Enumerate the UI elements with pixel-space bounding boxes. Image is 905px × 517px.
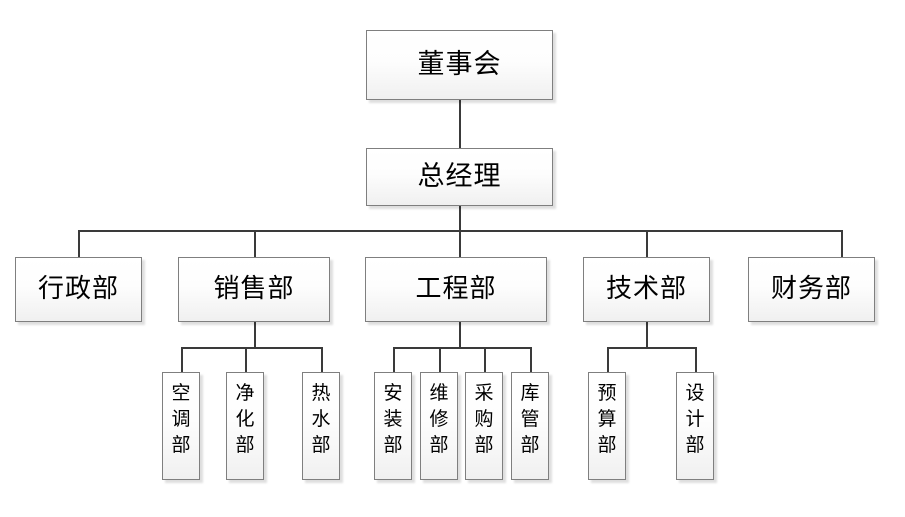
node-sales-department[interactable]: 销售部 <box>178 257 330 322</box>
connector-drop-finance <box>841 230 843 257</box>
connector-sales-stem <box>254 322 256 347</box>
connector-drop-purification <box>245 347 247 372</box>
connector-drop-design <box>695 347 697 372</box>
node-maintenance-department-label: 维 修 部 <box>429 382 449 457</box>
node-finance-department[interactable]: 财务部 <box>748 257 875 322</box>
connector-drop-installation <box>393 347 395 372</box>
node-board[interactable]: 董事会 <box>366 30 553 100</box>
node-installation-department-label: 安 装 部 <box>383 382 403 457</box>
connector-drop-admin <box>78 230 80 257</box>
node-installation-department[interactable]: 安 装 部 <box>374 372 412 480</box>
node-engineering-department-label: 工程部 <box>415 273 497 304</box>
node-procurement-department-label: 采 购 部 <box>474 382 494 457</box>
node-procurement-department[interactable]: 采 购 部 <box>465 372 503 480</box>
node-budget-department[interactable]: 预 算 部 <box>588 372 626 480</box>
node-general-manager-label: 总经理 <box>417 161 502 193</box>
node-engineering-department[interactable]: 工程部 <box>365 257 547 322</box>
node-admin-department-label: 行政部 <box>37 273 119 304</box>
node-maintenance-department[interactable]: 维 修 部 <box>420 372 458 480</box>
connector-drop-technical <box>646 230 648 257</box>
connector-drop-maintenance <box>439 347 441 372</box>
connector-drop-sales <box>254 230 256 257</box>
connector-drop-warehouse <box>530 347 532 372</box>
node-design-department-label: 设 计 部 <box>685 382 705 457</box>
connector-sales-bus <box>181 347 322 349</box>
node-board-label: 董事会 <box>417 49 502 81</box>
connector-board-to-gm <box>459 100 461 148</box>
connector-drop-hotwater <box>321 347 323 372</box>
node-technical-department-label: 技术部 <box>605 273 687 304</box>
node-sales-department-label: 销售部 <box>213 273 295 304</box>
node-hvac-department-label: 空 调 部 <box>171 382 191 457</box>
node-design-department[interactable]: 设 计 部 <box>676 372 714 480</box>
node-warehouse-department-label: 库 管 部 <box>520 382 540 457</box>
connector-engineering-bus <box>393 347 531 349</box>
connector-technical-bus <box>607 347 696 349</box>
node-general-manager[interactable]: 总经理 <box>366 148 553 206</box>
node-purification-department[interactable]: 净 化 部 <box>226 372 264 480</box>
connector-engineering-stem <box>459 322 461 347</box>
node-warehouse-department[interactable]: 库 管 部 <box>511 372 549 480</box>
node-budget-department-label: 预 算 部 <box>597 382 617 457</box>
connector-drop-engineering <box>459 230 461 257</box>
node-purification-department-label: 净 化 部 <box>235 382 255 457</box>
node-hotwater-department-label: 热 水 部 <box>311 382 331 457</box>
connector-drop-procurement <box>484 347 486 372</box>
node-finance-department-label: 财务部 <box>770 273 852 304</box>
node-technical-department[interactable]: 技术部 <box>583 257 710 322</box>
node-hvac-department[interactable]: 空 调 部 <box>162 372 200 480</box>
connector-drop-budget <box>607 347 609 372</box>
node-admin-department[interactable]: 行政部 <box>15 257 142 322</box>
connector-technical-stem <box>646 322 648 347</box>
connector-drop-hvac <box>181 347 183 372</box>
node-hotwater-department[interactable]: 热 水 部 <box>302 372 340 480</box>
connector-gm-stem <box>459 206 461 230</box>
